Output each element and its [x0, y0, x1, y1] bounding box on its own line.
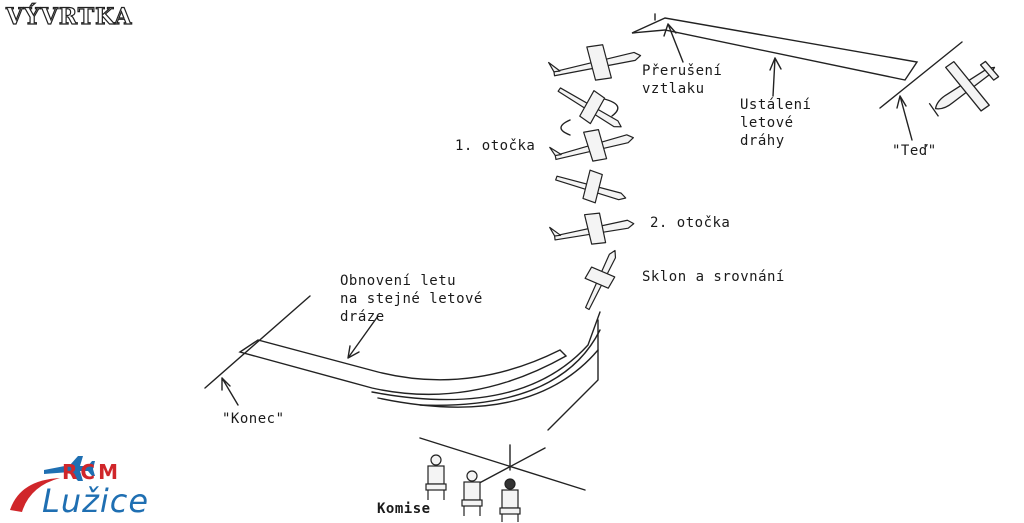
judge-2 [461, 470, 483, 516]
glider-6 [584, 249, 617, 311]
glider-4 [555, 169, 627, 204]
label-prvni-otocka: 1. otočka [455, 138, 536, 154]
logo-luzice: Lužice [42, 482, 150, 520]
recovery-arc-outer [371, 311, 601, 401]
glider-5 [549, 212, 635, 245]
recovery-arc-far [419, 329, 601, 406]
leader-arrows [221, 23, 913, 406]
glider-1 [548, 44, 642, 81]
recovery-arc-inner [377, 349, 599, 408]
label-ted: "Teď" [892, 143, 937, 159]
ground-line-1 [419, 437, 586, 491]
glider-2 [557, 87, 622, 128]
entry-flight-path [631, 17, 919, 81]
start-reference-line [879, 41, 963, 109]
label-druha-otocka: 2. otočka [650, 215, 731, 231]
glider-3 [549, 129, 634, 162]
judge-1 [425, 454, 447, 500]
label-komise: Komise [377, 501, 431, 517]
vertical-reference-line [547, 319, 599, 431]
label-sklon-a-srovnani: Sklon a srovnání [642, 269, 785, 285]
airplane-icon [44, 456, 95, 481]
ground-line-2 [469, 447, 546, 489]
entry-aircraft [928, 60, 1000, 117]
logo-rcm: RCM [62, 460, 121, 484]
diagram-title: VÝVRTKA [5, 3, 133, 30]
end-reference-line [204, 295, 311, 389]
judge-3 [499, 478, 521, 522]
logo-graphic [10, 456, 95, 512]
exit-flight-path [238, 339, 568, 396]
label-konec: "Konec" [222, 411, 285, 427]
logo-swoosh [10, 478, 60, 512]
